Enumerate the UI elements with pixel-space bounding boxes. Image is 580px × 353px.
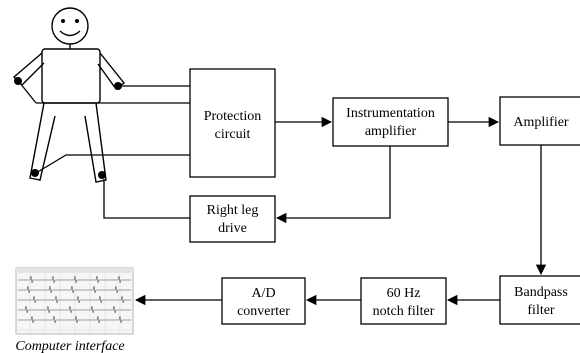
ad-converter-block: A/D converter — [221, 277, 306, 325]
protection-circuit-block: Protection circuit — [189, 68, 276, 178]
adc-label-line1: A/D — [251, 286, 275, 301]
lead-wires — [19, 82, 190, 219]
notch-label-line2: notch filter — [373, 304, 435, 319]
protection-label-line1: Protection — [204, 109, 262, 124]
adc-label-line2: converter — [237, 304, 290, 319]
right-leg-label-line1: Right leg — [207, 203, 259, 218]
bandpass-label-line2: filter — [527, 303, 555, 318]
left-leg-electrode-icon — [31, 169, 39, 177]
computer-interface-caption: Computer interface — [15, 339, 124, 353]
right-leg-label-line2: drive — [218, 221, 247, 236]
notch-label-line1: 60 Hz — [387, 286, 421, 301]
amplifier-block: Amplifier — [499, 96, 580, 146]
bandpass-label-line1: Bandpass — [514, 285, 568, 300]
protection-label-line2: circuit — [215, 127, 251, 142]
signal-arrows — [134, 116, 547, 306]
right-leg-electrode-icon — [98, 171, 106, 179]
amplifier-label: Amplifier — [513, 115, 569, 130]
right-arm-electrode-icon — [114, 82, 122, 90]
instrumentation-label-line1: Instrumentation — [346, 106, 435, 121]
notch-filter-block: 60 Hz notch filter — [360, 277, 447, 325]
computer-interface-screen-icon — [15, 267, 134, 335]
right-leg-drive-block: Right leg drive — [189, 195, 276, 243]
instrumentation-amplifier-block: Instrumentation amplifier — [332, 97, 449, 147]
bandpass-filter-block: Bandpass filter — [499, 275, 580, 325]
human-figure-icon — [12, 7, 125, 183]
instrumentation-label-line2: amplifier — [365, 124, 417, 139]
